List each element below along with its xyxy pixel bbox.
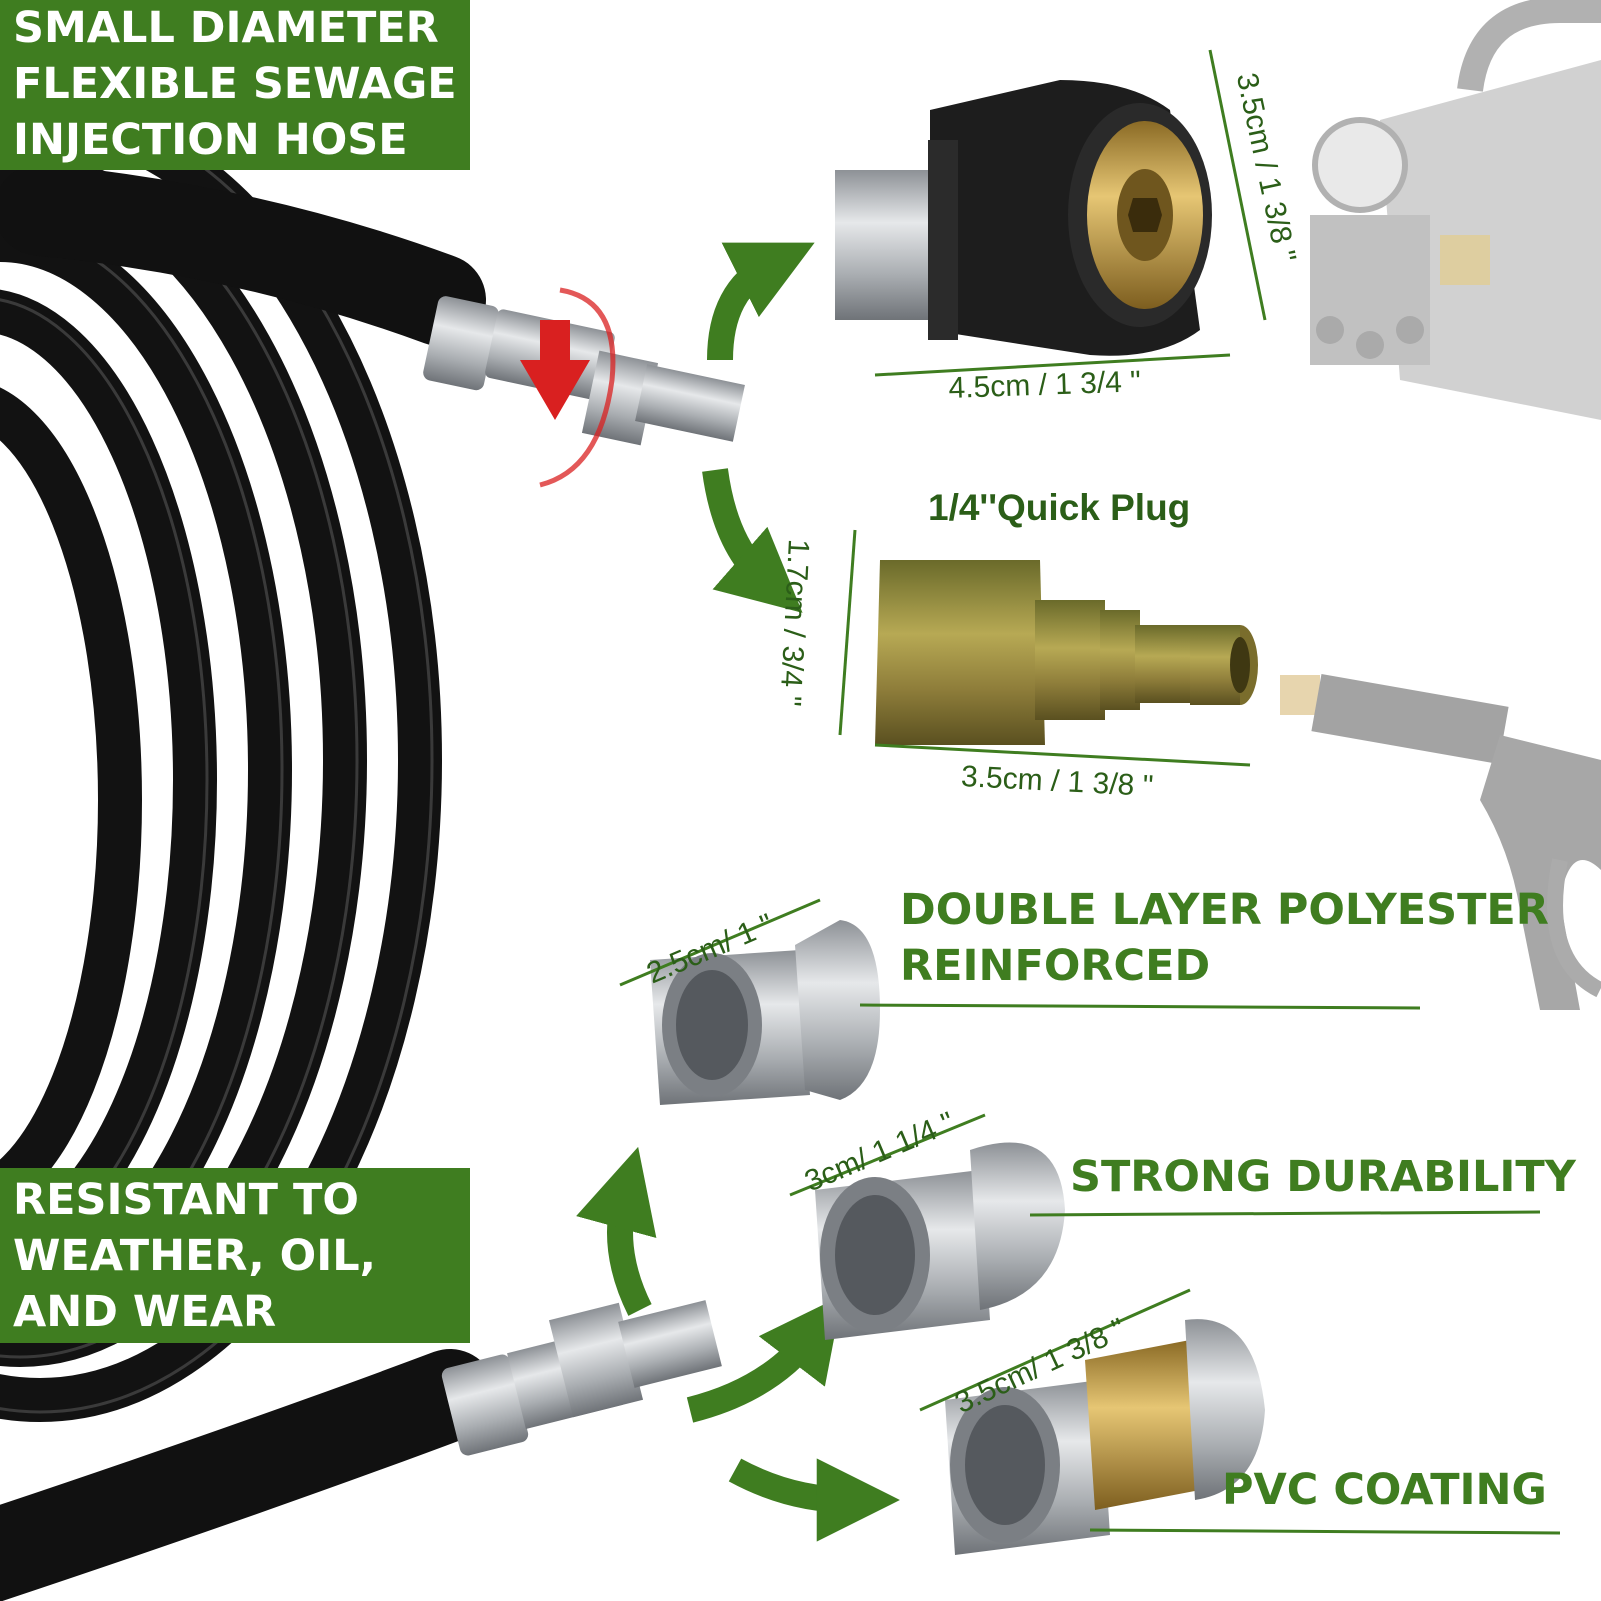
feature-coating: PVC COATING (1222, 1465, 1547, 1515)
feature-polyester-line-1: DOUBLE LAYER POLYESTER (900, 885, 1549, 935)
feature-durability: STRONG DURABILITY (1070, 1152, 1576, 1202)
top-banner: SMALL DIAMETER FLEXIBLE SEWAGE INJECTION… (0, 0, 470, 170)
upper-hose-end (0, 164, 486, 346)
nozzle-small (650, 920, 880, 1105)
lower-hose-end (0, 1349, 496, 1601)
feature-polyester: DOUBLE LAYER POLYESTER REINFORCED (900, 882, 1549, 994)
pressure-washer (1310, 0, 1601, 420)
bottom-banner-line-1: RESISTANT TO (13, 1175, 359, 1225)
spray-gun (1280, 673, 1601, 1010)
bottom-banner: RESISTANT TO WEATHER, OIL, AND WEAR (0, 1168, 470, 1343)
top-banner-line-3: INJECTION HOSE (13, 115, 408, 165)
m22-adapter (835, 80, 1212, 356)
quick-plug-title: 1/4''Quick Plug (928, 487, 1191, 528)
bottom-banner-line-2: WEATHER, OIL, (13, 1231, 376, 1281)
nozzle-large (945, 1319, 1265, 1555)
top-banner-line-1: SMALL DIAMETER (13, 3, 439, 53)
quick-plug (875, 560, 1258, 745)
feature-polyester-line-2: REINFORCED (900, 941, 1211, 991)
adapter-width-label: 4.5cm / 1 3/4 " (948, 365, 1142, 405)
top-banner-line-2: FLEXIBLE SEWAGE (13, 59, 457, 109)
nozzle-medium (815, 1142, 1065, 1340)
bottom-banner-line-3: AND WEAR (13, 1287, 277, 1337)
